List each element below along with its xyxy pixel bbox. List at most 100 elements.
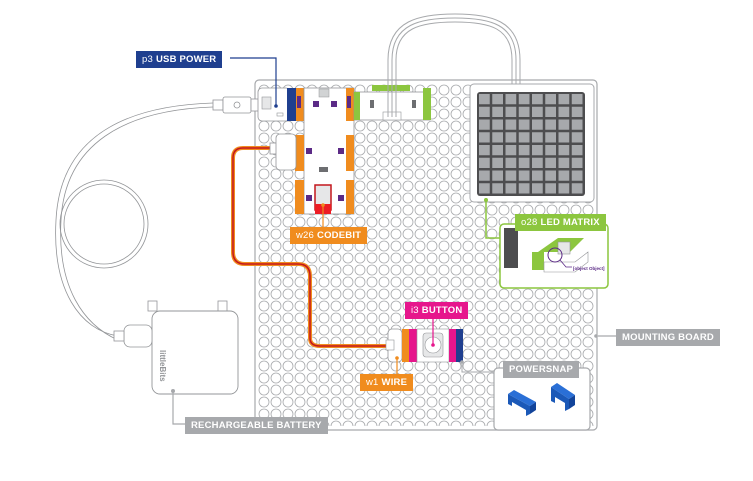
wire-connector-top	[269, 133, 297, 171]
led-pixel	[545, 132, 556, 143]
led-pixel	[532, 183, 543, 194]
led-pixel	[532, 106, 543, 117]
wire-cable	[231, 146, 389, 348]
powersnap-box	[493, 367, 591, 431]
led-pixel	[518, 132, 530, 143]
led-pixel	[532, 145, 543, 156]
led-pixel	[479, 170, 490, 181]
led-pixel	[479, 106, 490, 117]
led-pixel	[558, 119, 570, 130]
led-pixel	[545, 145, 556, 156]
led-pixel	[479, 94, 490, 105]
led-pixel	[479, 157, 490, 168]
powersnap-label: POWERSNAP	[503, 361, 580, 378]
led-pixel	[505, 157, 517, 168]
led-pixel	[505, 170, 517, 181]
led-pixel	[532, 94, 543, 105]
led-pixel	[532, 157, 543, 168]
rechargeable-battery-label: RECHARGEABLE BATTERY	[185, 417, 328, 434]
codebit-name: CODEBIT	[317, 230, 362, 241]
led-pixel	[545, 94, 556, 105]
ribbon-cable	[387, 13, 521, 117]
rechargeable-battery: littleBits	[113, 300, 239, 395]
led-matrix-name: LED MATRIX	[540, 217, 600, 228]
led-pixel	[571, 145, 583, 156]
led-pixel	[558, 170, 570, 181]
led-pixel	[571, 94, 583, 105]
codebit-module	[295, 87, 355, 215]
led-pixel	[479, 119, 490, 130]
led-pixel	[505, 106, 517, 117]
led-pixel	[492, 183, 503, 194]
led-pixel	[558, 132, 570, 143]
usb-cable	[55, 102, 214, 341]
usb-power-name: USB POWER	[155, 54, 217, 65]
usb-power-prefix: p3	[142, 54, 153, 65]
led-pixel	[571, 170, 583, 181]
led-matrix	[469, 83, 595, 203]
led-pixel	[545, 157, 556, 168]
battery-brand-text: littleBits	[158, 350, 167, 382]
led-pixel	[492, 119, 503, 130]
led-pixel	[518, 145, 530, 156]
led-pixel	[571, 157, 583, 168]
led-pixel	[479, 132, 490, 143]
led-matrix-detail: [object Object]	[499, 223, 609, 289]
codebit-prefix: w26	[296, 230, 315, 241]
button-name: BUTTON	[421, 305, 463, 316]
powersnap-name: POWERSNAP	[509, 364, 574, 375]
led-pixel	[558, 94, 570, 105]
led-pixel	[518, 183, 530, 194]
led-pixel	[492, 170, 503, 181]
powersnap-left-icon	[508, 390, 536, 416]
rechargeable-battery-name: RECHARGEABLE BATTERY	[191, 420, 322, 431]
led-pixel	[571, 132, 583, 143]
led-pixel	[558, 183, 570, 194]
led-pixel	[571, 183, 583, 194]
led-pixel	[505, 94, 517, 105]
led-pixel	[545, 183, 556, 194]
led-pixel	[558, 145, 570, 156]
led-pixel	[558, 106, 570, 117]
usb-plug	[212, 96, 261, 114]
led-pixel	[518, 106, 530, 117]
led-pixel	[505, 132, 517, 143]
led-pixel	[518, 119, 530, 130]
led-pixel	[505, 145, 517, 156]
wire-prefix: w1	[366, 377, 379, 388]
led-pixel	[518, 94, 530, 105]
led-pixel	[479, 145, 490, 156]
led-pixel	[492, 145, 503, 156]
led-pixel	[505, 183, 517, 194]
led-pixel	[532, 119, 543, 130]
led-pixel	[505, 119, 517, 130]
led-pixel	[492, 106, 503, 117]
led-pixel	[545, 170, 556, 181]
mounting-board-name: MOUNTING BOARD	[622, 332, 714, 343]
serial-mode-label: [object Object]	[573, 266, 605, 271]
led-pixel	[545, 119, 556, 130]
led-pixel	[532, 132, 543, 143]
led-pixel	[545, 106, 556, 117]
led-pixel	[518, 170, 530, 181]
wire-name: WIRE	[381, 377, 408, 388]
powersnap-right-icon	[551, 383, 575, 411]
led-pixel	[571, 119, 583, 130]
mounting-board-label: MOUNTING BOARD	[616, 329, 720, 346]
led-pixel	[479, 183, 490, 194]
led-pixel	[571, 106, 583, 117]
led-pixel	[492, 94, 503, 105]
led-pixel	[518, 157, 530, 168]
led-pixel	[532, 170, 543, 181]
led-pixel	[558, 157, 570, 168]
button-prefix: i3	[411, 305, 419, 316]
led-pixel	[492, 157, 503, 168]
led-pixel	[492, 132, 503, 143]
led-matrix-prefix: o28	[521, 217, 538, 228]
